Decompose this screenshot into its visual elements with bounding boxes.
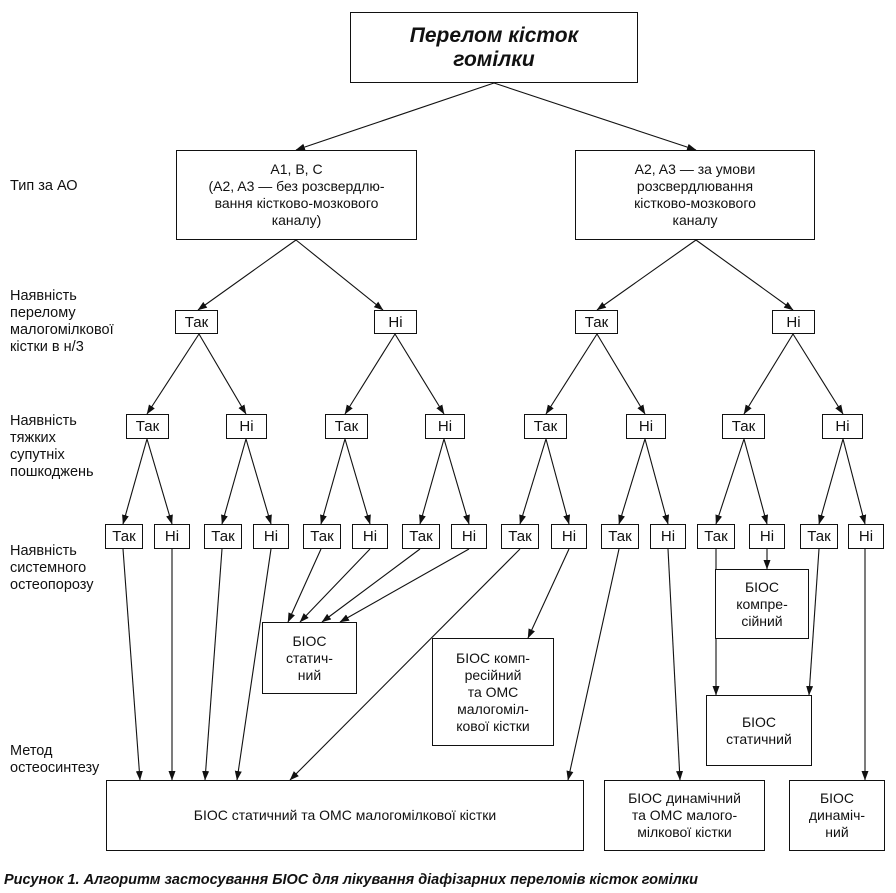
osteo-8-no: Ні [848, 524, 884, 549]
arrow-26 [644, 438, 670, 525]
osteo-5-yes: Так [501, 524, 539, 549]
arrow-35 [287, 548, 322, 623]
injury-4-no: Ні [822, 414, 863, 439]
injury-3-no: Ні [626, 414, 666, 439]
fibula-right-no: Ні [772, 310, 815, 334]
arrow-21 [419, 438, 445, 525]
fibula-right-yes: Так [575, 310, 618, 334]
arrow-22 [443, 438, 470, 525]
arrow-12 [596, 333, 646, 415]
osteo-8-yes: Так [800, 524, 838, 549]
result-dynamic: БІОС динаміч- ний [789, 780, 885, 851]
injury-4-yes: Так [722, 414, 765, 439]
osteo-2-no: Ні [253, 524, 289, 549]
result-compression-oms: БІОС комп- ресійний та ОМС малогоміл- ко… [432, 638, 554, 746]
row-label-ao-type: Тип за АО [10, 178, 78, 194]
injury-1-no: Ні [226, 414, 267, 439]
arrow-40 [527, 548, 570, 639]
arrow-9 [344, 333, 396, 415]
osteo-6-yes: Так [601, 524, 639, 549]
arrow-31 [122, 548, 143, 781]
arrow-8 [198, 333, 247, 415]
arrow-14 [792, 333, 844, 415]
injury-1-yes: Так [126, 414, 169, 439]
osteo-1-yes: Так [105, 524, 143, 549]
result-compression-right: БІОС компре- сійний [715, 569, 809, 639]
arrow-27 [715, 438, 745, 525]
row-label-injuries: Наявність тяжких супутніх пошкоджень [10, 413, 94, 480]
osteo-1-no: Ні [154, 524, 190, 549]
arrow-38 [339, 548, 470, 623]
osteo-6-no: Ні [650, 524, 686, 549]
arrow-17 [221, 438, 247, 525]
arrow-24 [545, 438, 571, 525]
ao-right-box: A2, A3 — за умови розсвердлювання кістко… [575, 150, 815, 240]
result-static-oms: БІОС статичний та ОМС малогомілкової кіс… [106, 780, 584, 851]
arrow-33 [202, 548, 223, 781]
osteo-2-yes: Так [204, 524, 242, 549]
arrow-20 [344, 438, 371, 525]
arrow-6 [695, 239, 794, 311]
arrow-28 [743, 438, 769, 525]
arrow-7 [146, 333, 200, 415]
ao-left-box: A1, B, C (A2, A3 — без розсвердлю- вання… [176, 150, 417, 240]
arrow-10 [394, 333, 445, 415]
title-box: Перелом кісток гомілки [350, 12, 638, 83]
injury-2-yes: Так [325, 414, 368, 439]
arrow-42 [667, 548, 684, 781]
injury-3-yes: Так [524, 414, 567, 439]
arrow-2 [493, 82, 697, 151]
osteo-4-no: Ні [451, 524, 487, 549]
osteo-4-yes: Так [402, 524, 440, 549]
arrow-5 [596, 239, 697, 311]
result-static-left: БІОС статич- ний [262, 622, 357, 694]
row-label-fibula: Наявність перелому малогомілкової кістки… [10, 288, 114, 355]
arrow-39 [289, 548, 521, 781]
arrow-45 [806, 548, 820, 696]
arrow-16 [146, 438, 173, 525]
arrow-18 [245, 438, 272, 525]
osteo-3-yes: Так [303, 524, 341, 549]
arrow-15 [122, 438, 148, 525]
arrow-23 [519, 438, 547, 525]
arrow-3 [197, 239, 297, 311]
arrow-13 [743, 333, 794, 415]
fibula-left-no: Ні [374, 310, 417, 334]
arrow-29 [818, 438, 844, 525]
result-static-right: БІОС статичний [706, 695, 812, 766]
osteo-3-no: Ні [352, 524, 388, 549]
arrow-25 [618, 438, 646, 525]
arrow-30 [842, 438, 867, 525]
osteo-5-no: Ні [551, 524, 587, 549]
arrow-36 [299, 548, 371, 623]
diagram-title: Перелом кісток гомілки [409, 23, 579, 71]
figure-caption: Рисунок 1. Алгоритм застосування БІОС дл… [4, 872, 698, 888]
row-label-method: Метод остеосинтезу [10, 743, 100, 776]
osteo-7-no: Ні [749, 524, 785, 549]
arrow-34 [234, 548, 272, 781]
osteo-7-yes: Так [697, 524, 735, 549]
arrow-11 [545, 333, 598, 415]
injury-2-no: Ні [425, 414, 465, 439]
arrow-1 [295, 82, 495, 151]
arrow-4 [295, 239, 384, 311]
arrow-41 [566, 548, 620, 781]
arrow-37 [321, 548, 421, 623]
result-dynamic-oms: БІОС динамічний та ОМС малого- мілкової … [604, 780, 765, 851]
row-label-osteoporosis: Наявність системного остеопорозу [10, 543, 94, 593]
arrow-19 [320, 438, 346, 525]
fibula-left-yes: Так [175, 310, 218, 334]
